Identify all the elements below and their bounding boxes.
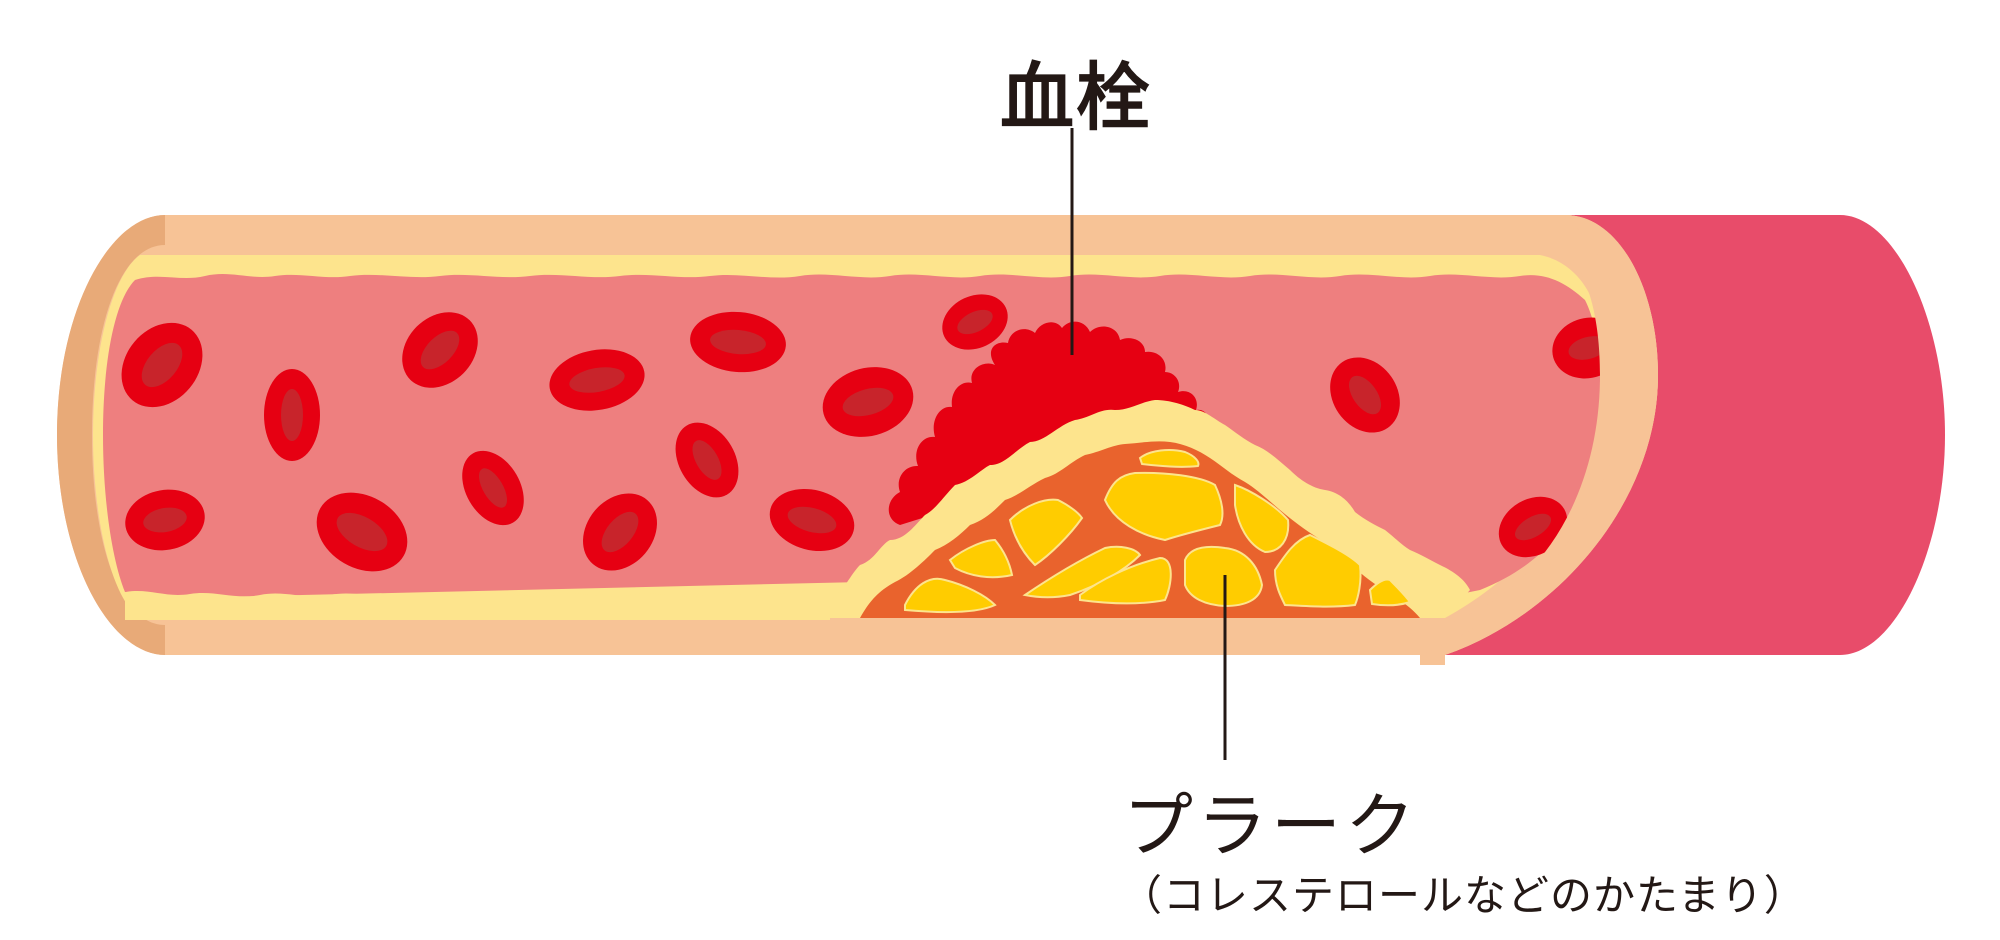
red-blood-cell <box>402 312 478 388</box>
lipid-globule <box>1273 533 1362 608</box>
red-blood-cell <box>822 367 914 437</box>
lipid-globule <box>1079 556 1172 605</box>
vessel-left-rim <box>57 215 165 655</box>
plaque-note-label: （コレステロールなどのかたまり） <box>1120 871 1807 920</box>
lipid-globule <box>904 577 997 614</box>
lipid-globule <box>948 538 1014 579</box>
lipid-globule <box>1103 471 1224 542</box>
red-blood-cell <box>125 489 205 551</box>
lipid-globule <box>1368 578 1412 607</box>
red-blood-cell <box>675 422 739 498</box>
plaque-lipid-globules <box>904 449 1412 614</box>
red-blood-cell <box>1498 496 1568 558</box>
lipid-globule <box>1008 498 1084 567</box>
red-blood-cell <box>690 311 786 373</box>
red-blood-cell <box>462 450 524 526</box>
plaque-label: プラーク <box>1123 785 1419 867</box>
red-blood-cells <box>121 294 1624 572</box>
red-blood-cell <box>121 322 203 408</box>
lipid-globule <box>1022 545 1142 599</box>
red-blood-cell <box>316 492 408 572</box>
plaque-and-thrombus <box>830 321 1470 618</box>
red-blood-cell <box>769 488 855 552</box>
endothelium-bottom-edge <box>125 585 830 620</box>
thrombus <box>888 321 1210 525</box>
lipid-globule <box>1234 483 1290 554</box>
lipid-globule <box>1138 449 1200 468</box>
red-blood-cell <box>264 369 320 461</box>
red-blood-cell <box>583 493 657 571</box>
vessel-cut-ring <box>1445 215 1658 655</box>
red-blood-cell <box>1330 357 1400 433</box>
red-blood-cell <box>942 294 1008 350</box>
thrombus-label: 血栓 <box>1000 55 1152 141</box>
red-blood-cell <box>549 349 645 411</box>
